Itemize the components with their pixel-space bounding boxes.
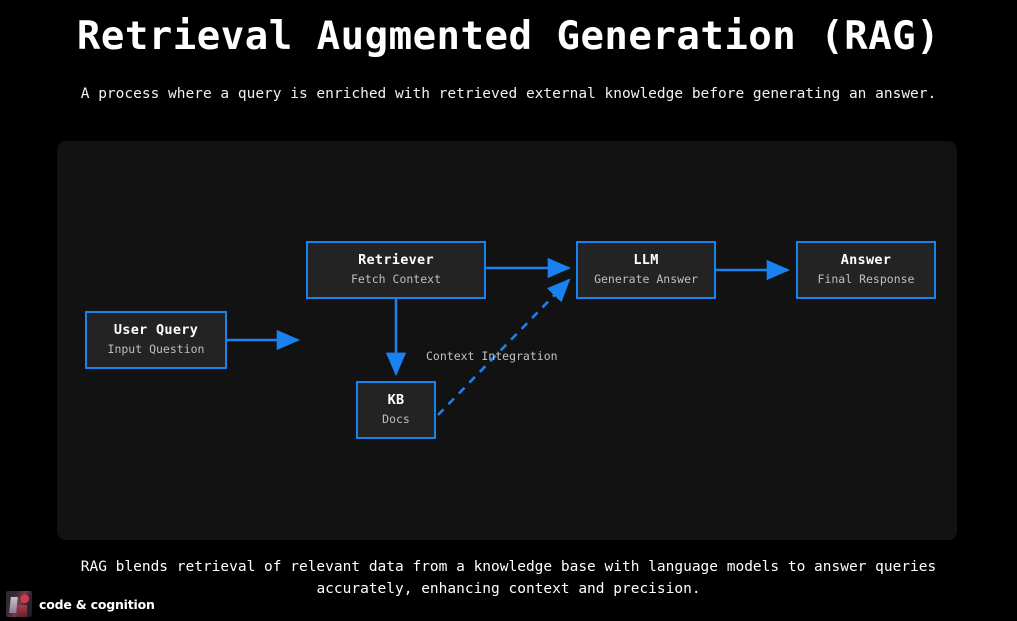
brand-logo: code & cognition <box>6 591 155 617</box>
node-retriever-subtitle: Fetch Context <box>350 272 441 287</box>
edge-label-context-integration: Context Integration <box>426 349 558 363</box>
logo-thumbnail-icon <box>6 591 32 617</box>
node-retriever-title: Retriever <box>358 251 434 268</box>
page-title: Retrieval Augmented Generation (RAG) <box>76 14 941 59</box>
node-answer-title: Answer <box>840 251 892 268</box>
node-llm-subtitle: Generate Answer <box>594 272 698 287</box>
node-kb-title: KB <box>387 391 405 408</box>
caption: RAG blends retrieval of relevant data fr… <box>20 556 997 601</box>
caption-line-1: RAG blends retrieval of relevant data fr… <box>80 559 937 575</box>
logo-text: code & cognition <box>39 596 155 612</box>
page-subtitle: A process where a query is enriched with… <box>80 86 937 102</box>
node-llm[interactable]: LLM Generate Answer <box>576 241 716 299</box>
node-user-query-subtitle: Input Question <box>107 342 205 357</box>
node-answer-subtitle: Final Response <box>817 272 915 287</box>
node-user-query[interactable]: User Query Input Question <box>85 311 227 369</box>
node-user-query-title: User Query <box>113 321 199 338</box>
diagram-panel: Context Integration User Query Input Que… <box>57 141 957 540</box>
node-answer[interactable]: Answer Final Response <box>796 241 936 299</box>
node-retriever[interactable]: Retriever Fetch Context <box>306 241 486 299</box>
diagram-connectors <box>227 257 791 416</box>
caption-line-2: accurately, enhancing context and precis… <box>316 581 701 598</box>
node-kb-subtitle: Docs <box>382 412 410 427</box>
node-kb[interactable]: KB Docs <box>356 381 436 439</box>
node-llm-title: LLM <box>633 251 659 268</box>
edge-kb-to-llm <box>437 278 571 416</box>
